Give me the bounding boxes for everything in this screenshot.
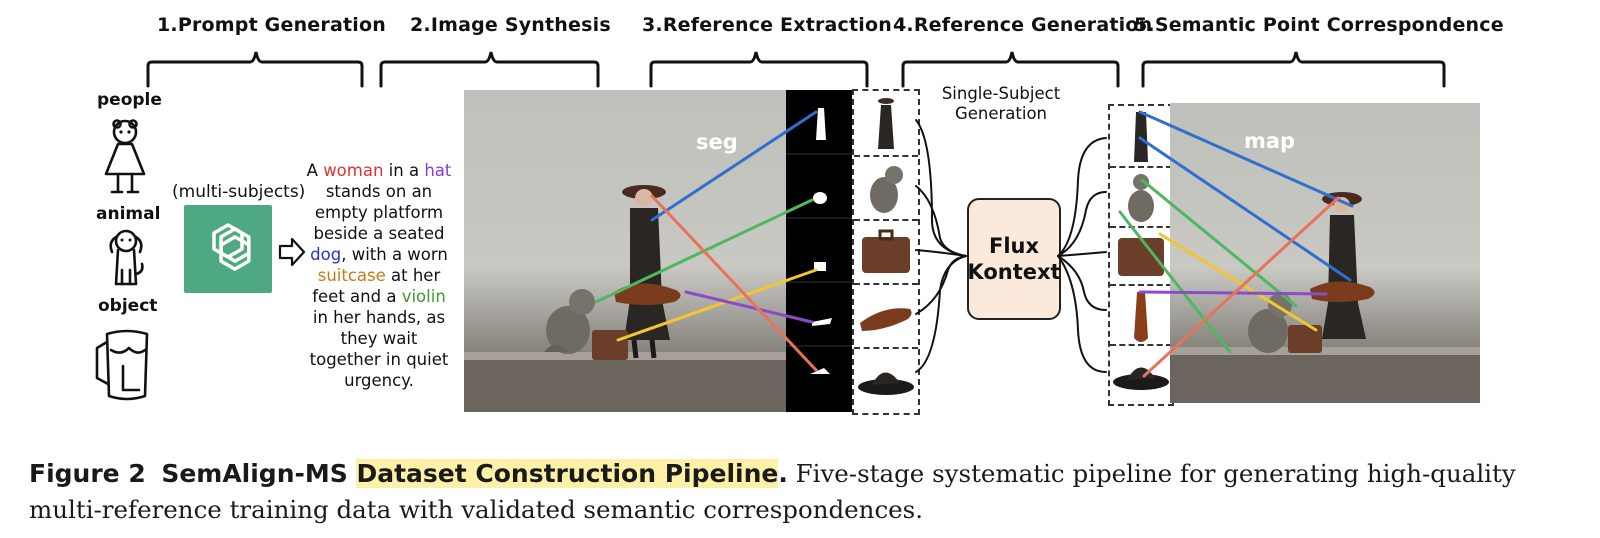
violin-shape — [614, 283, 681, 305]
ref-to-flux-arrow — [915, 119, 967, 257]
figure-title: SemAlign-MS — [161, 459, 357, 488]
ref-violin — [860, 308, 912, 331]
gen-suitcase — [1118, 238, 1164, 276]
flux-label-line-2: Kontext — [967, 260, 1061, 284]
dog-icon — [109, 229, 144, 286]
line-yellow — [616, 268, 818, 342]
reference-column — [852, 89, 920, 415]
reference-divider — [854, 347, 918, 349]
reference-divider — [854, 283, 918, 285]
flux-to-gen-arrow — [1057, 255, 1107, 373]
stage-2-title: 2.Image Synthesis — [410, 14, 611, 36]
correspondence-scene — [1170, 192, 1480, 403]
line-orange — [650, 194, 818, 372]
flux-to-gen-arrow — [1057, 255, 1107, 311]
reference-thumbnails — [858, 98, 914, 395]
multi-subjects-label: (multi-subjects) — [172, 182, 306, 202]
arrow-right-icon — [278, 237, 306, 267]
reference-divider — [1110, 166, 1172, 168]
brace-3 — [649, 51, 869, 88]
openai-logo-icon — [212, 223, 251, 271]
ref-dog — [870, 166, 903, 213]
prompt-word-suitcase: suitcase — [317, 266, 386, 285]
map-label: map — [1244, 129, 1296, 153]
flux-to-gen-arrow — [1057, 251, 1107, 257]
single-subject-generation-label: Single-Subject Generation — [941, 84, 1061, 123]
ref-to-flux-arrow — [915, 255, 967, 373]
ref-woman — [878, 98, 894, 149]
segmentation-strip — [786, 90, 852, 412]
segmentation-masks — [786, 108, 852, 374]
ref-suitcase — [862, 229, 910, 273]
brace-4 — [901, 51, 1120, 88]
mug-icon — [95, 329, 149, 401]
reference-divider — [1110, 344, 1172, 346]
stage-3-title: 3.Reference Extraction — [642, 14, 892, 36]
reference-divider — [854, 155, 918, 157]
prompt-word-violin: violin — [401, 287, 446, 306]
flux-to-gen-arrow — [1057, 191, 1107, 257]
line-purple — [684, 290, 814, 324]
chatgpt-logo — [184, 205, 272, 293]
ref-to-flux-arrow — [915, 249, 967, 257]
map-line-green-1 — [1140, 178, 1298, 308]
seg-label: seg — [696, 130, 738, 154]
category-object-label: object — [98, 296, 158, 316]
map-line-blue-1 — [1138, 110, 1354, 208]
reference-divider — [1110, 284, 1172, 286]
figure-title-highlight: Dataset Construction Pipeline — [356, 459, 779, 488]
brace-1 — [146, 51, 364, 88]
map-line-yellow — [1158, 232, 1318, 332]
category-people-label: people — [97, 90, 162, 110]
flux-label-line-1: Flux — [988, 234, 1040, 258]
synthesized-image: seg — [464, 90, 786, 412]
reference-divider — [1110, 226, 1172, 228]
reference-divider — [854, 219, 918, 221]
map-line-blue-2 — [1138, 136, 1352, 282]
woman-figure — [622, 185, 670, 359]
scene-illustration — [464, 185, 786, 412]
map-line-orange — [1142, 196, 1340, 378]
brace-5 — [1141, 51, 1446, 88]
figure-number: Figure 2 — [29, 459, 146, 488]
figure-caption-body: Five-stage systematic pipeline for gener… — [29, 459, 1516, 524]
prompt-word-hat: hat — [424, 161, 452, 180]
flux-to-gen-arrow — [1057, 137, 1107, 257]
map-line-green-2 — [1118, 210, 1232, 354]
stage-4-title: 4.Reference Generation — [893, 14, 1153, 36]
figure-caption: Figure 2 SemAlign-MS Dataset Constructio… — [29, 459, 1516, 524]
person-icon — [104, 119, 146, 194]
gen-violin — [1134, 292, 1148, 342]
prompt-word-dog: dog — [310, 245, 342, 264]
gen-dog — [1128, 174, 1154, 222]
category-animal-label: animal — [96, 204, 161, 224]
ref-hat — [858, 372, 914, 395]
line-blue — [650, 110, 818, 222]
correspondence-image: map — [1170, 103, 1480, 403]
generated-thumbnails — [1113, 112, 1169, 390]
brace-2 — [379, 51, 600, 88]
dog-figure — [544, 289, 595, 354]
suitcase-shape — [592, 330, 628, 360]
ref-to-flux-arrow — [915, 185, 967, 257]
prompt-word-woman: woman — [323, 161, 384, 180]
generated-prompt-text: A woman in a hat stands on an empty plat… — [306, 161, 452, 390]
stage-braces — [146, 51, 1446, 88]
stage-1-title: 1.Prompt Generation — [157, 14, 386, 36]
stage-5-title: 5.Semantic Point Correspondence — [1134, 14, 1504, 36]
